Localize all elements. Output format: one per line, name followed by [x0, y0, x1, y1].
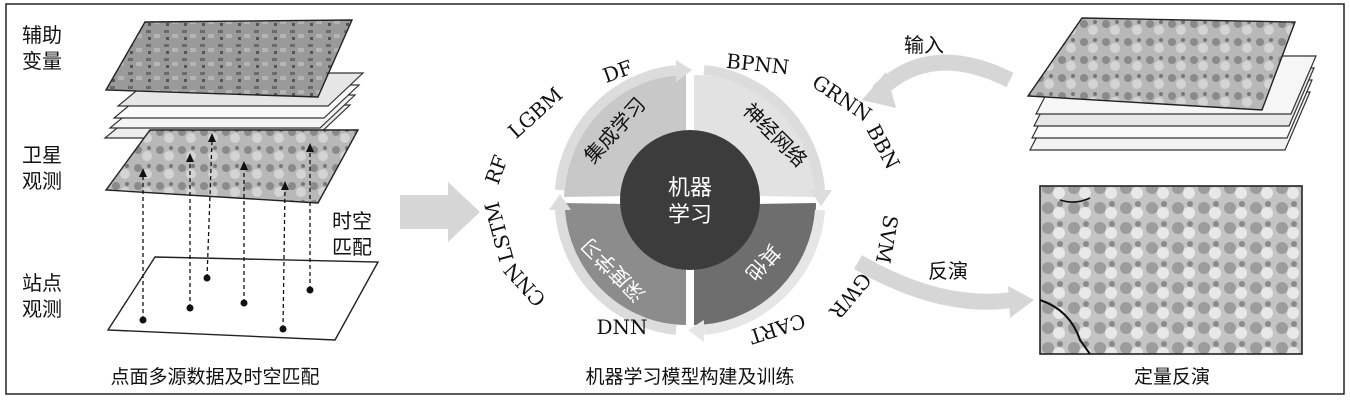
satellite-label-line1: 卫星 — [22, 143, 62, 167]
station-to-satellite-arrows — [142, 139, 311, 330]
arrow-left-to-middle — [400, 182, 480, 242]
model-lstm: LSTM — [480, 199, 519, 264]
match-label-line2: 匹配 — [332, 235, 372, 259]
model-bbn: BBN — [862, 120, 905, 173]
model-rf: RF — [480, 152, 512, 188]
ring-arrowhead-neural — [810, 190, 832, 206]
right-panel: 输入 反演 定量反演 — [853, 17, 1317, 388]
ring-arrowhead-ensemble — [676, 60, 692, 82]
center-circle — [620, 130, 760, 270]
input-label: 输入 — [904, 33, 944, 57]
station-label-line1: 站点 — [22, 271, 62, 295]
center-label-line2: 学习 — [668, 203, 712, 228]
station-label-line2: 观测 — [22, 297, 62, 321]
right-caption: 定量反演 — [1134, 366, 1210, 388]
ring-arrow-other — [703, 209, 825, 335]
ring-arrow-deep — [555, 209, 677, 335]
aux-label-line2: 变量 — [22, 49, 62, 73]
arrow-input-head — [862, 72, 896, 108]
map-border — [1059, 197, 1091, 203]
map-coastline — [1039, 299, 1091, 355]
ring-arrowhead-other — [688, 320, 704, 342]
inversion-result-map — [1039, 185, 1303, 355]
middle-caption: 机器学习模型构建及训练 — [585, 366, 794, 388]
outer-frame — [5, 3, 1345, 395]
arrow-input — [872, 54, 1014, 98]
model-dnn: DNN — [596, 315, 647, 339]
satellite-label-line2: 观测 — [22, 169, 62, 193]
model-svm: SVM — [871, 213, 903, 265]
aux-label-line1: 辅助 — [22, 23, 62, 47]
satellite-layer — [104, 129, 360, 204]
aux-variable-layers — [103, 19, 365, 139]
station-points — [139, 274, 314, 333]
station-plane — [106, 256, 380, 341]
ring-arrow-neural — [703, 65, 825, 191]
left-caption: 点面多源数据及时空匹配 — [110, 366, 319, 388]
model-cnn: CNN — [499, 258, 551, 311]
model-lgbm: LGBM — [503, 82, 567, 143]
left-panel: 辅助 变量 卫星 观测 站点 观测 时空 匹配 点面多源数据及时空匹配 — [22, 19, 380, 388]
center-label-line1: 机器 — [668, 176, 712, 201]
arrow-inversion — [853, 255, 1014, 310]
match-label-line1: 时空 — [332, 209, 372, 233]
arrowheads — [139, 133, 314, 190]
ring-arrow-ensemble — [555, 65, 677, 191]
input-layers — [1026, 17, 1317, 151]
inversion-label: 反演 — [928, 259, 968, 283]
arrow-inversion-head — [1008, 286, 1034, 318]
middle-panel: 机器 学习 集成学习 神经网络 深度学习 其他 DF LGBM RF BPNN … — [480, 49, 905, 388]
ring-arrowhead-deep — [549, 194, 571, 210]
